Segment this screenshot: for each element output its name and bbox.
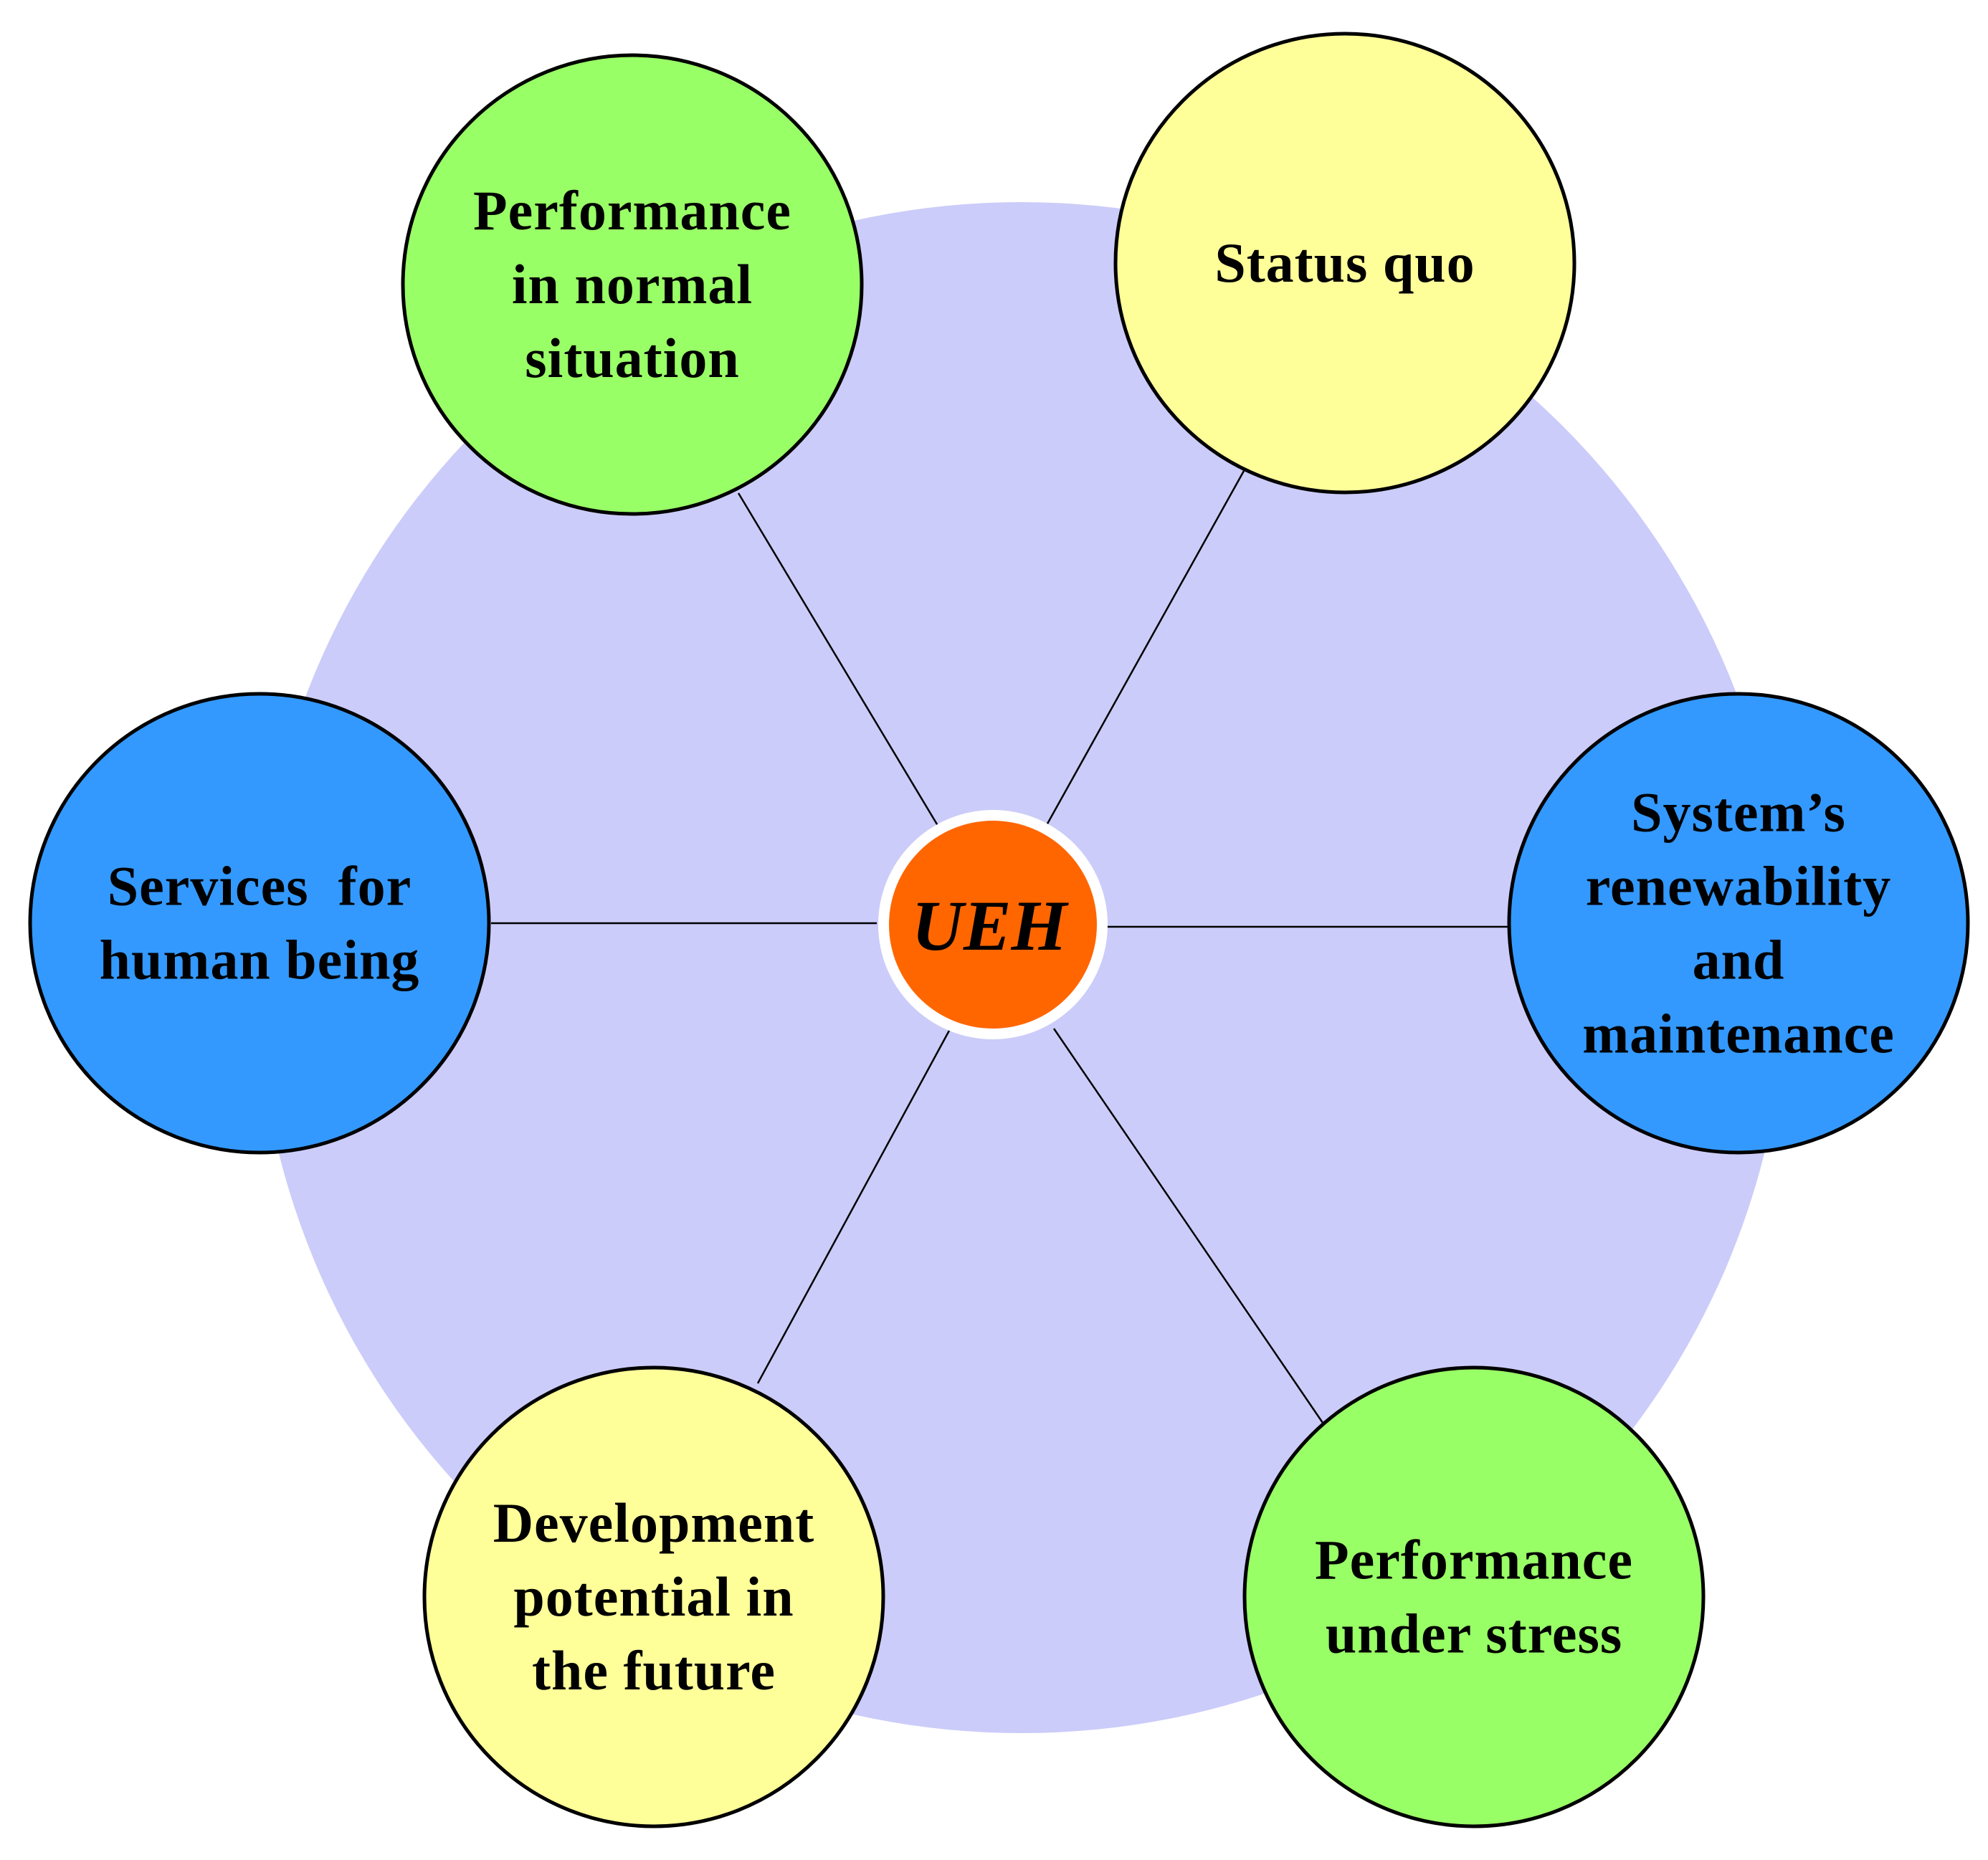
node-status-quo: Status quo [1113, 32, 1576, 495]
renewability-circle [1507, 692, 1970, 1155]
hub-core [889, 821, 1097, 1029]
performance-stress-label-line-1: Performance [1315, 1529, 1633, 1591]
development-potential-circle [422, 1365, 885, 1828]
services-human-label-line-2: human being [100, 929, 420, 991]
hub-label: UEH [912, 886, 1070, 965]
hub: UEH [878, 810, 1108, 1039]
status-quo-label-line-1: Status quo [1214, 232, 1475, 294]
connectors [491, 470, 1509, 1423]
connector-performance-stress [1052, 1028, 1324, 1423]
connector-development-potential [756, 1029, 951, 1384]
performance-stress-label-line-2: under stress [1326, 1603, 1622, 1665]
node-systems-renewability-and-maintenance: System’s renewability and maintenance [1507, 692, 1970, 1155]
renewability-label-line-2: renewability [1586, 855, 1892, 917]
development-potential-label-line-3: the future [532, 1639, 776, 1702]
node-development-potential-in-the-future: Development potential in the future [422, 1365, 885, 1828]
performance-normal-circle [401, 53, 864, 516]
development-potential-label-line-2: potential in [513, 1565, 794, 1628]
services-human-circle [28, 692, 491, 1155]
performance-normal-label-line-3: situation [525, 327, 739, 389]
performance-normal-label-line-1: Performance [473, 179, 791, 242]
services-human-label-line-1: Services for [108, 855, 412, 917]
development-potential-label-line-1: Development [493, 1492, 815, 1554]
renewability-label-line-1: System’s [1631, 781, 1846, 844]
renewability-label-line-3: and [1693, 929, 1785, 991]
connector-status-quo [1042, 470, 1245, 832]
performance-stress-circle [1242, 1365, 1706, 1828]
connector-performance-normal [737, 492, 941, 829]
renewability-label-line-4: maintenance [1582, 1003, 1895, 1065]
node-services-for-human-being: Services for human being [28, 692, 491, 1155]
node-performance-under-stress: Performance under stress [1242, 1365, 1706, 1828]
status-quo-circle [1113, 32, 1576, 495]
performance-normal-label-line-2: in normal [512, 253, 753, 315]
node-performance-in-normal-situation: Performance in normal situation [401, 53, 864, 516]
